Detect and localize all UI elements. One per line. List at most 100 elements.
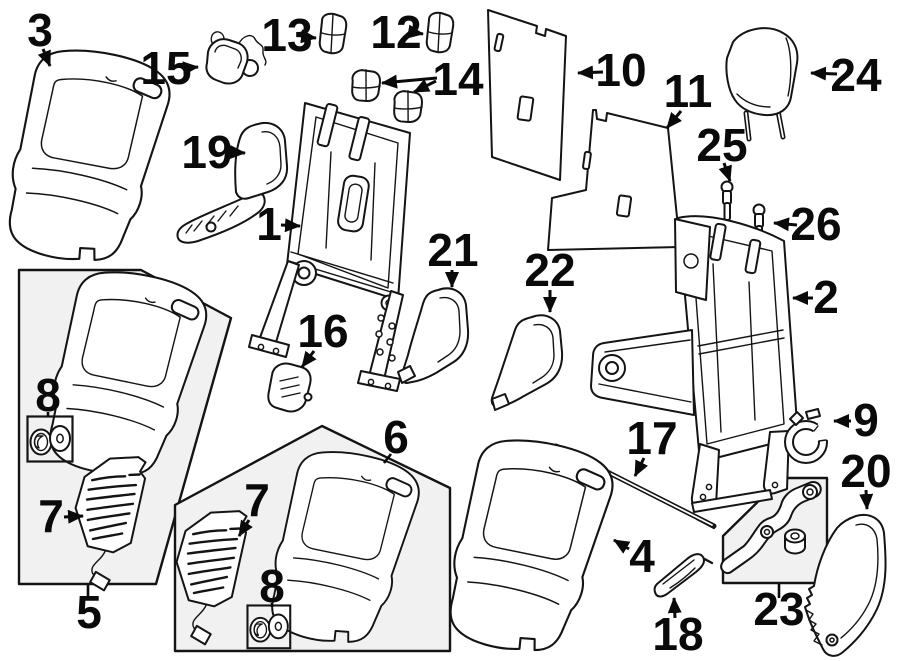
- handle-inner: [662, 559, 696, 589]
- callout-4-arrow: [613, 538, 631, 554]
- panel-slot: [516, 95, 535, 122]
- hook-wire: [237, 34, 267, 66]
- frame-crossbars: [697, 329, 785, 355]
- frame-leg: [257, 260, 300, 350]
- callout-7b-arrow: [237, 519, 253, 537]
- callout-19-arrow: [227, 145, 246, 160]
- callout-15: 15: [140, 42, 191, 94]
- bracket-hole: [683, 253, 699, 269]
- part-9-retainer-bracket: [784, 408, 836, 464]
- frame-bottom-rail: [691, 489, 773, 513]
- part-2-seatback-frame: [590, 215, 799, 565]
- callout-6-tick: [382, 453, 393, 464]
- part-22-side-trim: [490, 314, 564, 411]
- callout-11-arrow: [665, 110, 683, 129]
- part-1-seatback-frame: [248, 102, 411, 392]
- foot-hole: [705, 483, 713, 491]
- bracket-hole: [386, 338, 394, 346]
- bracket-head-inner: [261, 130, 282, 185]
- callout-11: 11: [664, 65, 713, 117]
- callout-12-arrow: [407, 24, 424, 39]
- frame-tubes: [325, 151, 376, 261]
- callout-17: 17: [626, 412, 677, 464]
- trim-inner: [532, 323, 555, 384]
- trim-hole-center: [829, 637, 835, 643]
- callout-20-arrow: [859, 489, 874, 510]
- bracket-head: [234, 122, 289, 200]
- frame-tubes: [712, 263, 756, 433]
- latch-body-inner: [214, 44, 242, 69]
- part-13-cap: [318, 12, 348, 55]
- callout-16-arrow: [300, 350, 317, 368]
- part-4-seatback-cushion: [427, 423, 622, 661]
- bushing-hole: [790, 532, 800, 540]
- callout-25: 25: [696, 119, 747, 171]
- callout-19: 19: [181, 126, 232, 178]
- callout-13-arrow: [300, 29, 317, 44]
- part-19-pivot-bracket: [176, 122, 289, 244]
- callout-24: 24: [830, 49, 882, 101]
- foot-hole: [771, 481, 779, 489]
- callout-24-arrow: [810, 66, 838, 81]
- part-15-latch-hook: [205, 31, 267, 85]
- part-25-guide-sleeve: [720, 180, 734, 221]
- callout-7a-arrow: [63, 509, 84, 524]
- bracket-hole: [388, 322, 396, 330]
- trim-inner: [840, 523, 879, 639]
- part-24-headrest: [725, 27, 799, 142]
- frame-post: [744, 238, 762, 275]
- frame-inner: [297, 116, 399, 289]
- callout-26: 26: [790, 198, 841, 250]
- foot-hole: [367, 378, 375, 386]
- callout-26-arrow: [773, 217, 798, 232]
- trim-serration: [805, 609, 823, 646]
- callout-2: 2: [813, 271, 839, 323]
- bracket-hole: [377, 314, 385, 322]
- cover-tab: [303, 392, 313, 402]
- callout-1-arrow: [280, 218, 301, 233]
- frame-foot: [357, 370, 401, 392]
- callout-15-arrow: [182, 61, 199, 76]
- callout-7b: 7: [244, 474, 270, 526]
- callout-20: 20: [840, 445, 891, 497]
- headrest-post-core: [777, 110, 784, 138]
- frame-post: [709, 222, 727, 262]
- trim-outline: [400, 287, 470, 384]
- bracket-hole: [376, 348, 384, 356]
- panel-slot: [615, 194, 633, 218]
- foot-hole: [384, 382, 392, 390]
- foot-hole: [272, 347, 280, 355]
- callouts: 1 2 3 4 5 6 7 7 8 8 9 10 11 12 13 14: [27, 4, 891, 660]
- callout-14-arrow-a: [381, 74, 438, 89]
- bracket-ribs: [185, 205, 239, 234]
- latch-slot: [344, 183, 363, 223]
- callout-9: 9: [853, 394, 879, 446]
- trim-inner: [437, 296, 461, 363]
- cover-slots: [279, 376, 301, 398]
- headrest-pad: [725, 27, 799, 117]
- bracket-gap: [806, 417, 836, 442]
- bracket-hole: [388, 354, 396, 362]
- part-14-cap-b: [391, 88, 425, 125]
- callout-16: 16: [297, 305, 348, 357]
- callout-21: 21: [427, 224, 478, 276]
- pivot-hole: [297, 266, 311, 280]
- bracket-hole: [375, 330, 383, 338]
- part-23-latch-lever-kit: [720, 481, 822, 575]
- part-10-back-panel: [487, 9, 567, 181]
- bracket-tab: [805, 408, 821, 420]
- trim-foot: [397, 365, 416, 384]
- callout-1: 1: [256, 198, 282, 250]
- callout-12: 12: [370, 6, 421, 58]
- part-11-back-panel: [547, 109, 681, 251]
- callout-13: 13: [261, 9, 312, 61]
- panel-slot: [493, 32, 505, 53]
- bracket-hole: [205, 221, 217, 233]
- lever-lug-hole: [763, 528, 771, 536]
- panel-outline: [547, 109, 681, 251]
- lever-ring-hole: [806, 488, 814, 496]
- callout-14: 14: [432, 53, 484, 105]
- panel-outline: [487, 9, 567, 181]
- bracket-gap-edges: [813, 425, 827, 442]
